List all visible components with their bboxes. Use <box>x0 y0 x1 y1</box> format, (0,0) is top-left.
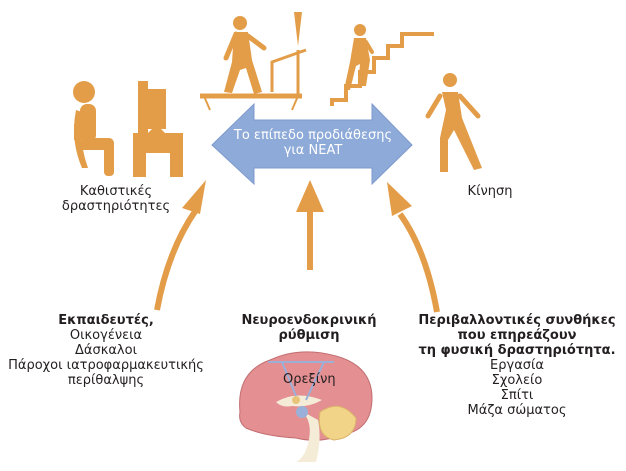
factor-item: Εργασία <box>490 358 544 373</box>
brain-illustration <box>239 351 373 462</box>
factor-item: Δάσκαλοι <box>75 343 137 358</box>
sedentary-activities-caption: Καθιστικές δραστηριότητες <box>56 184 176 214</box>
movement-caption: Κίνηση <box>467 184 513 199</box>
factor-item: Πάροχοι ιατροφαρμακευτικής <box>8 358 204 373</box>
educators-factor: Εκπαιδευτές, Οικογένεια Δάσκαλοι Πάροχοι… <box>6 313 206 388</box>
factor-item: περίθαλψης <box>67 373 145 388</box>
walking-person-icon <box>425 73 482 172</box>
factor-item: Μάζα σώματος <box>467 403 567 418</box>
influence-arrows <box>154 180 440 313</box>
environmental-title-line1: Περιβαλλοντικές συνθήκες <box>418 313 616 328</box>
factor-item: Οικογένεια <box>69 328 143 343</box>
factor-item: Σπίτι <box>500 388 534 403</box>
caption-line: δραστηριότητες <box>61 199 171 214</box>
environmental-factor: Περιβαλλοντικές συνθήκες που επηρεάζουν … <box>412 313 622 418</box>
neuroendocrine-title-line2: ρύθμιση <box>278 328 340 343</box>
sitting-person-icon <box>73 81 114 176</box>
neat-label-line1: Το επίπεδο προδιάθεσης <box>233 128 393 143</box>
neat-label-line2: για NEAT <box>283 143 343 158</box>
neat-predisposition-label: Το επίπεδο προδιάθεσης για NEAT <box>228 128 398 158</box>
neuroendocrine-factor: Νευροενδοκρινική ρύθμιση <box>234 313 384 343</box>
environmental-title-line3: τη φυσική δραστηριότητα. <box>418 343 616 358</box>
neuroendocrine-title-line1: Νευροενδοκρινική <box>241 313 377 328</box>
factor-item: Σχολείο <box>491 373 543 388</box>
caption-line: Καθιστικές <box>79 184 153 199</box>
stair-climber-icon <box>330 24 434 106</box>
neat-double-arrow <box>211 102 413 186</box>
environmental-title-line2: που επηρεάζουν <box>457 328 577 343</box>
treadmill-walker-icon <box>200 12 307 111</box>
orexin-label: Ορεξίνη <box>283 372 336 387</box>
educators-title: Εκπαιδευτές, <box>58 313 154 328</box>
desk-computer-icon <box>133 81 183 177</box>
